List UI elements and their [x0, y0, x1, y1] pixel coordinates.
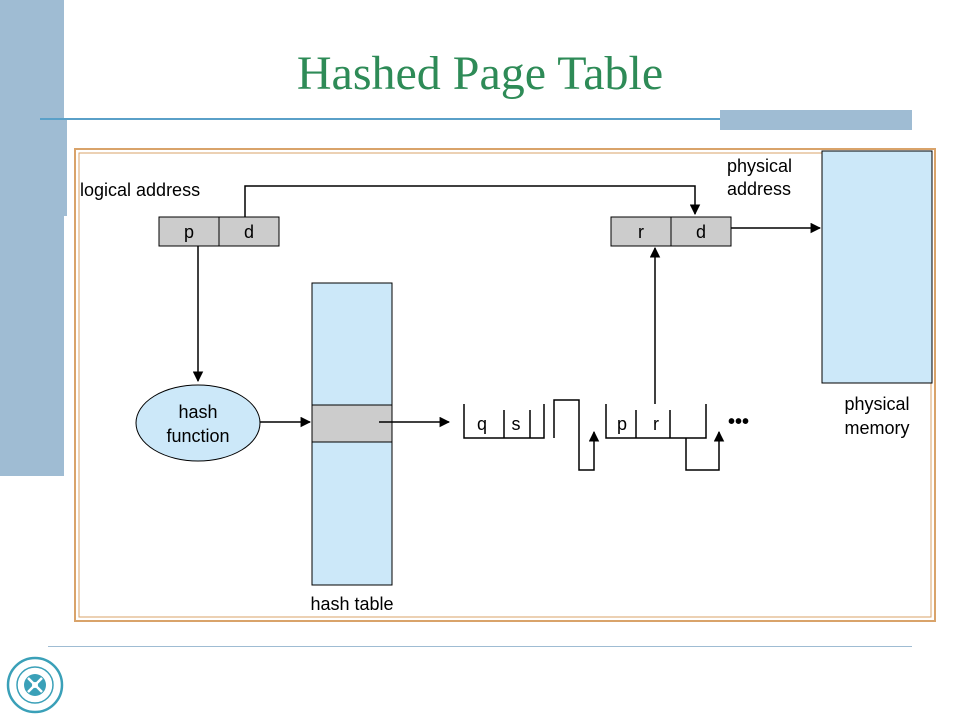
- physical-d-label: d: [696, 222, 706, 242]
- logical-p-label: p: [184, 222, 194, 242]
- footer-rule: [48, 646, 912, 647]
- hashed-page-table-diagram: logical address p d r d physical address…: [74, 148, 936, 622]
- chain-node-1-frame: s: [512, 414, 521, 434]
- title-accent-block: [720, 110, 912, 130]
- physical-memory-label-line2: memory: [844, 418, 909, 438]
- chain-node-2: [605, 404, 725, 471]
- chain-node-1-key: q: [477, 414, 487, 434]
- hash-function: [135, 384, 261, 462]
- logical-d-label: d: [244, 222, 254, 242]
- hash-table-entry: [311, 404, 393, 443]
- hash-function-label-line2: function: [166, 426, 229, 446]
- hash-table-label: hash table: [310, 594, 393, 614]
- logical-address-label: logical address: [80, 180, 200, 200]
- physical-r-box: [610, 216, 672, 247]
- sidebar-decoration: [0, 0, 64, 476]
- university-seal-icon: [6, 656, 64, 714]
- physical-d-box: [670, 216, 732, 247]
- physical-r-label: r: [638, 222, 644, 242]
- physical-memory: [821, 150, 933, 384]
- physical-address-label-line1: physical: [727, 156, 792, 176]
- chain-node-2-frame: r: [653, 414, 659, 434]
- sidebar-accent-line: [64, 120, 67, 216]
- physical-memory-label-line1: physical: [844, 394, 909, 414]
- chain-node-1: [463, 399, 600, 471]
- hash-function-label-line1: hash: [178, 402, 217, 422]
- logical-d-box: [218, 216, 280, 247]
- page-title: Hashed Page Table: [296, 47, 664, 100]
- chain-ellipsis: •••: [728, 411, 749, 433]
- chain-node-2-key: p: [617, 414, 627, 434]
- physical-address-label-line2: address: [727, 179, 791, 199]
- offset-arrow: [244, 185, 701, 217]
- title-rule: [40, 118, 912, 120]
